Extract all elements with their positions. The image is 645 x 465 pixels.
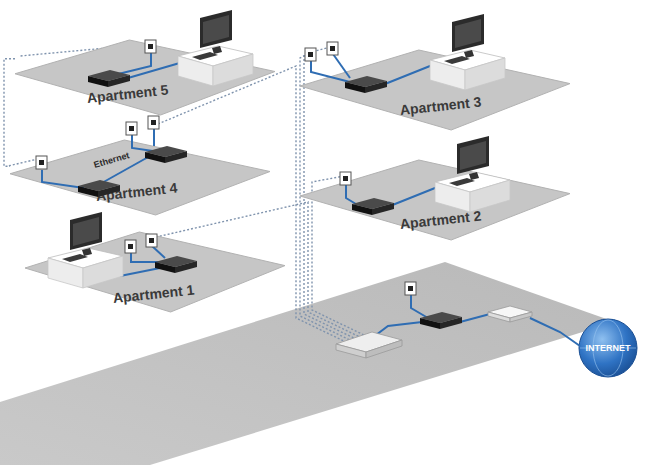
- dotted-wire-connector: [4, 59, 15, 167]
- blue-cable: [131, 252, 160, 262]
- powerline-adapter: [78, 180, 120, 197]
- apartment-floor: Apartment 2: [300, 160, 570, 240]
- basement-floor: [0, 262, 615, 465]
- wall-socket: [148, 116, 159, 129]
- switch-top: [336, 332, 402, 352]
- powerline-adapter: [420, 312, 462, 329]
- blue-cable: [333, 54, 350, 78]
- floor-plate: [10, 140, 270, 215]
- switch-side: [366, 340, 402, 358]
- apartment-floor: Apartment 5: [15, 40, 275, 115]
- dotted-wire: [8, 158, 42, 166]
- node-shape: [300, 50, 570, 130]
- blue-cable: [390, 178, 460, 206]
- internet-line: [530, 318, 580, 346]
- blue-cable: [152, 246, 165, 258]
- blue-cables: [42, 52, 580, 346]
- floor-plate: [300, 50, 570, 130]
- internet-globe: INTERNET: [578, 318, 638, 378]
- apartment-floor: Apartment 4: [10, 140, 270, 215]
- computer-desk: [48, 212, 123, 288]
- globe-circle: [579, 319, 637, 377]
- blue-cable: [42, 170, 84, 188]
- blue-cable: [411, 294, 428, 318]
- node-shape: [10, 140, 270, 215]
- blue-cable: [311, 60, 350, 82]
- blue-cable: [110, 52, 151, 76]
- modem-side: [510, 312, 532, 322]
- modem-top: [488, 306, 532, 318]
- wall-socket: [145, 40, 156, 53]
- wall-socket: [405, 282, 416, 295]
- powerline-adapter: [145, 146, 187, 163]
- wall-socket: [125, 240, 136, 253]
- wall-socket: [36, 156, 47, 169]
- modem: [488, 306, 532, 322]
- blue-cable: [460, 314, 490, 322]
- blue-cable: [346, 184, 356, 204]
- floor-plate: [25, 232, 285, 312]
- blue-cable: [153, 128, 155, 146]
- floor-plate: [15, 40, 275, 115]
- ethernet-cable: [100, 156, 150, 184]
- blue-cable: [372, 322, 422, 338]
- blue-cable: [385, 56, 455, 84]
- network-switch: [336, 332, 402, 358]
- powerline-adapter: [88, 70, 130, 87]
- floor-plate: [300, 160, 570, 240]
- globe-label: INTERNET: [578, 318, 638, 378]
- powerline-adapter: [155, 256, 197, 273]
- node-shape: [15, 40, 275, 115]
- apartment-floor: Apartment 1: [25, 232, 285, 312]
- blue-cable: [128, 55, 205, 78]
- blue-cable: [132, 134, 160, 152]
- computer-desk: [430, 14, 505, 90]
- wall-socket: [146, 234, 157, 247]
- wall-socket: [126, 122, 137, 135]
- wall-socket: [327, 42, 338, 55]
- wall-socket: [305, 48, 316, 61]
- apartment-floor: Apartment 3: [300, 50, 570, 130]
- switch-front: [336, 344, 366, 358]
- powerline-adapter: [345, 76, 387, 93]
- computer-desk: [178, 10, 253, 86]
- blue-cable: [120, 268, 160, 276]
- modem-front: [488, 312, 510, 322]
- computer-desk: [435, 136, 510, 212]
- wall-socket: [340, 172, 351, 185]
- powerline-adapter: [352, 198, 394, 215]
